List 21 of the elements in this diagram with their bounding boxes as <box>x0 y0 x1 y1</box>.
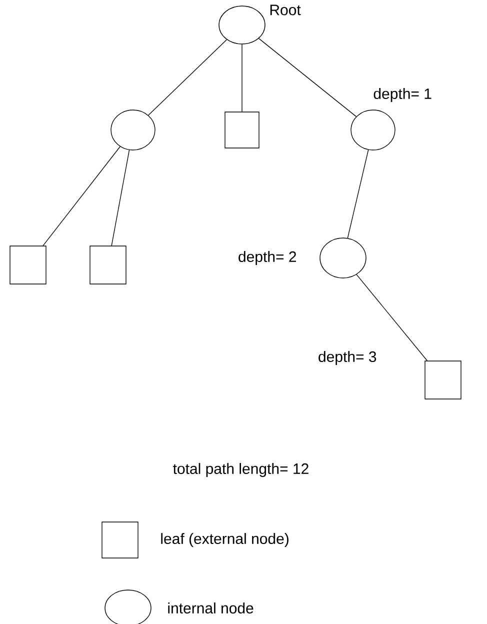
depth-label: depth= 1 <box>374 88 432 102</box>
leaf-square <box>424 360 462 400</box>
tree-edge <box>148 39 228 116</box>
legend-label: internal node <box>168 602 254 614</box>
depth-label: depth= 2 <box>238 251 296 265</box>
tree-edge <box>111 150 130 246</box>
tree-node-ellipse <box>110 110 156 150</box>
legend-label: leaf (external node) <box>161 533 288 547</box>
tree-edge <box>258 38 357 117</box>
leaf-square <box>90 246 126 284</box>
tree-node-ellipse <box>218 6 266 44</box>
leaf-square <box>10 246 46 284</box>
leaf-square <box>224 112 260 148</box>
total-path-length-note: total path length= 12 <box>173 463 308 477</box>
depth-label: Root <box>270 4 301 16</box>
tree-node-ellipse <box>320 238 366 278</box>
tree-node-ellipse <box>350 110 396 150</box>
tree-edge <box>347 150 369 238</box>
tree-edge <box>356 274 428 361</box>
depth-label: depth= 3 <box>318 351 376 365</box>
tree-edge <box>42 146 120 246</box>
